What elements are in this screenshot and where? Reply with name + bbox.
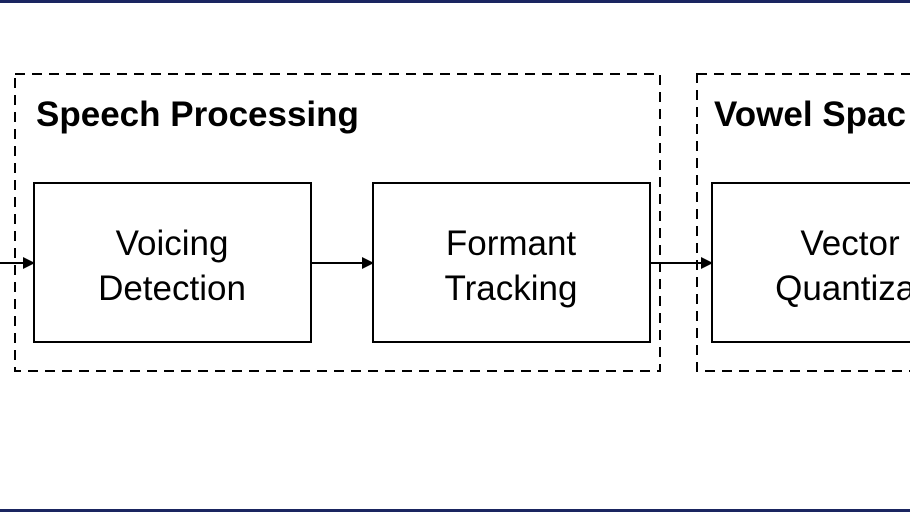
box-voicing-detection-line1: Voicing — [116, 224, 229, 263]
pipeline-diagram: Speech Processing Vowel Spac Voicing Det… — [0, 73, 910, 372]
box-voicing-detection-line2: Detection — [98, 269, 246, 308]
box-formant-tracking-line1: Formant — [446, 224, 577, 263]
group-title-speech-processing: Speech Processing — [36, 95, 359, 134]
box-formant-tracking — [372, 182, 651, 343]
box-vector-quantization-line2: Quantizat — [775, 269, 910, 308]
group-title-vowel-space: Vowel Spac — [714, 95, 906, 134]
group-speech-processing — [14, 73, 661, 372]
box-vector-quantization — [711, 182, 910, 343]
group-vowel-space — [696, 73, 910, 372]
box-formant-tracking-line2: Tracking — [445, 269, 578, 308]
box-vector-quantization-line1: Vector — [800, 224, 900, 263]
box-voicing-detection — [33, 182, 312, 343]
